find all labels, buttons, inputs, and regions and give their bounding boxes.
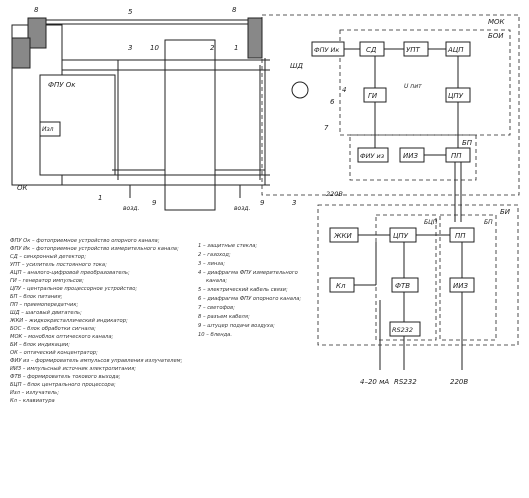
legend-left-18: БЦП – блок центрального процессора; [10, 382, 116, 388]
region-ok-label: ОК [17, 184, 29, 192]
fpu-ok-label: ФПУ Ок [48, 81, 76, 89]
legend-left-15: ФИУ из – формирователь импульсов управле… [10, 358, 183, 364]
izl-box [39, 121, 61, 137]
v220-bottom-label: 220В [450, 378, 468, 386]
legend-left: ФПУ Ок – фотоприемное устройство опорног… [9, 238, 183, 404]
air-right-label: возд. [234, 205, 251, 212]
num-4: 4 [342, 86, 346, 94]
rs232-block-label: RS232 [392, 326, 413, 334]
legend-right: 1 – защитные стекла; 2 – газоход; 3 – ли… [198, 243, 301, 338]
legend-right-5: 5 – электрический кабель связи; [198, 287, 288, 293]
region-boi-label: БОИ [488, 32, 504, 40]
region-bi [317, 204, 519, 346]
legend-right-6: 6 – диафрагма ФПУ опорного канала; [198, 296, 301, 302]
legend-left-9: ШД – шаговый двигатель; [10, 310, 82, 316]
gas-duct [164, 39, 216, 211]
legend-left-4: АЦП – аналого-цифровой преобразователь; [9, 270, 130, 276]
legend-right-0: 1 – защитные стекла; [198, 243, 257, 249]
num-3-top: 3 [128, 44, 132, 52]
legend-left-8: ПП – приемопередатчик; [10, 302, 78, 308]
connector-left-2 [11, 37, 31, 69]
fiu-label: ФИУ из [360, 152, 385, 160]
region-boi [339, 29, 511, 136]
kl-label: Кл [336, 282, 346, 290]
num-8-left: 8 [34, 6, 39, 14]
rs232-block [389, 321, 421, 337]
legend-right-10: 10 – бленда. [198, 332, 232, 338]
legend-left-10: ЖКИ – жидкокристаллический индикатор; [9, 318, 128, 324]
region-mok-label: МОК [488, 18, 506, 26]
v220-top-label: 220В [326, 190, 343, 198]
region-mok [261, 14, 520, 196]
legend-left-19: Изл – излучатель; [10, 390, 59, 396]
legend-left-12: МОК – моноблок оптического канала; [10, 334, 114, 340]
shd-label: ШД [290, 62, 303, 70]
num-9-left: 9 [152, 199, 157, 207]
upt-label: УПТ [406, 46, 421, 54]
num-8-right: 8 [232, 6, 237, 14]
iiz-bi-label: ИИЗ [453, 282, 468, 290]
izl-label: Изл [42, 126, 54, 133]
num-2: 2 [210, 44, 215, 52]
legend-left-1: ФПУ Ик – фотоприемное устройство измерит… [10, 246, 179, 252]
sd-label: СД [366, 46, 377, 54]
num-3-bottom: 3 [292, 199, 296, 207]
connector-left [27, 17, 47, 49]
acp-label: АЦП [447, 46, 464, 54]
num-5: 5 [128, 8, 133, 16]
legend-left-16: ИИЗ – импульсный источник электропитания… [10, 366, 136, 372]
legend-left-5: ГИ – генератор импульсов; [10, 278, 84, 284]
num-6: 6 [330, 98, 335, 106]
gi-label: ГИ [368, 92, 378, 100]
pp-top-label: ПП [451, 152, 462, 160]
fpu-i-label: ФПУ Ик [314, 46, 339, 54]
legend-right-3: 4 – диафрагма ФПУ измерительного [198, 270, 298, 276]
region-bp [349, 134, 477, 181]
legend-left-2: СД – синхронный детектор; [10, 254, 86, 260]
u-pit-label: U пит [404, 83, 422, 90]
shd-motor [291, 81, 309, 99]
legend-right-1: 2 – газоход; [198, 252, 231, 258]
cpu-bi-label: ЦПУ [393, 232, 409, 240]
legend-left-17: ФТВ – формирователь токового выхода; [10, 374, 121, 380]
region-bi-label: БИ [500, 208, 511, 216]
connector-right [247, 17, 263, 59]
region-bp2-label: БП [484, 219, 493, 226]
legend-left-13: БИ – блок индикации; [10, 342, 70, 348]
region-bcp [375, 214, 437, 341]
legend-right-4: канала; [206, 278, 227, 284]
cpu-boi-label: ЦПУ [448, 92, 464, 100]
legend-right-9: 9 – штуцер подачи воздуха; [198, 323, 275, 329]
ftv-block [391, 277, 419, 293]
num-10: 10 [150, 44, 159, 52]
rs232-label: RS232 [394, 378, 417, 386]
num-1-top: 1 [234, 44, 238, 52]
num-1-bottom: 1 [98, 194, 102, 202]
num-7: 7 [324, 124, 329, 132]
region-bp2 [439, 214, 497, 341]
zhki-label: ЖКИ [333, 232, 353, 240]
legend-left-3: УПТ – усилитель постоянного тока; [10, 262, 107, 268]
legend-right-2: 3 – линза; [198, 261, 225, 267]
fiu-block [357, 147, 389, 163]
region-bcp-label: БЦП [424, 219, 438, 226]
legend-left-20: Кл – клавиатура [10, 398, 55, 404]
legend-right-8: 8 – разъем кабеля; [198, 314, 250, 320]
pp-bi-label: ПП [455, 232, 466, 240]
ma-label: 4–20 мА [360, 378, 389, 386]
num-9-right: 9 [260, 199, 265, 207]
region-bp-label: БП [462, 139, 473, 147]
air-left-label: возд. [123, 205, 140, 212]
iiz-label: ИИЗ [403, 152, 418, 160]
ftv-label: ФТВ [395, 282, 410, 290]
legend-right-7: 7 – светофов; [198, 305, 235, 311]
legend-left-6: ЦПУ – центральное процессорное устройств… [10, 286, 137, 292]
legend-left-0: ФПУ Ок – фотоприемное устройство опорног… [10, 238, 160, 244]
legend-left-11: БОС – блок обработки сигнала; [10, 326, 96, 332]
legend-left-14: ОК – оптический концентратор; [10, 350, 98, 356]
legend-left-7: БП – блок питания; [10, 294, 63, 300]
